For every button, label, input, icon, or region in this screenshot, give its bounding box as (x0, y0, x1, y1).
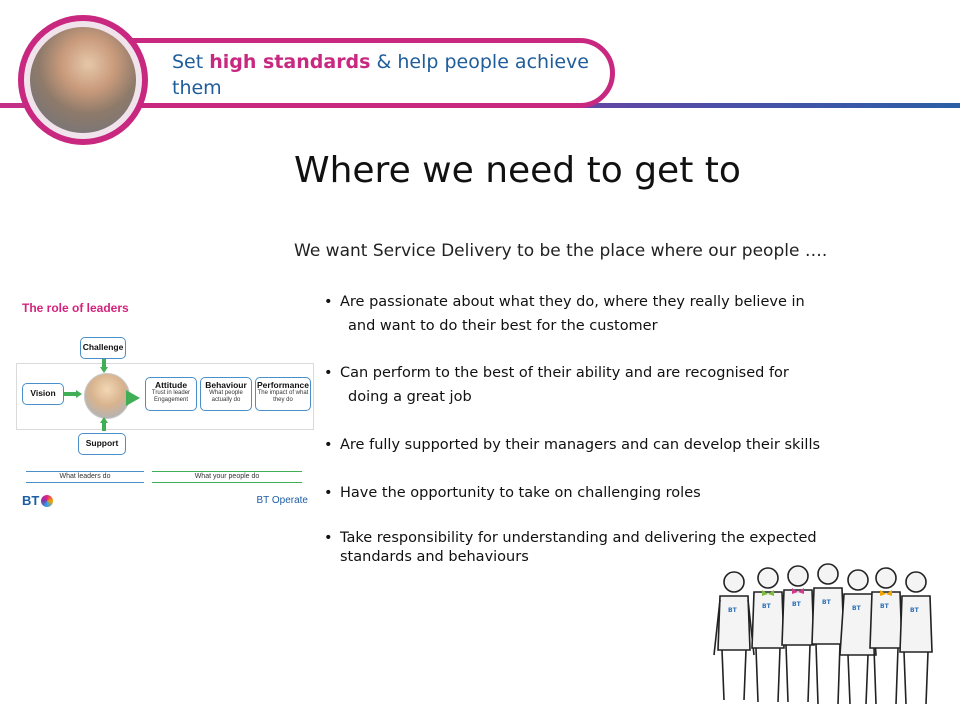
svg-text:BT: BT (910, 607, 920, 614)
svg-text:BT: BT (880, 603, 890, 610)
svg-text:BT: BT (852, 605, 862, 612)
diagram-frame (16, 363, 314, 430)
tagline-highlight: high standards (209, 51, 371, 73)
what-your-people-do-bar: What your people do (152, 471, 302, 483)
svg-text:BT: BT (762, 603, 772, 610)
bullet-item: Are fully supported by their managers an… (322, 433, 820, 457)
bullet-item: Take responsibility for understanding an… (322, 529, 817, 567)
arrow-right-icon (64, 390, 82, 398)
bt-logo: BT (22, 493, 54, 508)
slide-title: Where we need to get to (294, 150, 741, 191)
bullet-item: Have the opportunity to take on challeng… (322, 481, 701, 505)
arrow-down-icon (100, 359, 108, 373)
tagline: Set high standards & help people achieve… (172, 51, 589, 99)
tagline-banner (70, 38, 615, 108)
cartoon-people-group-icon: BT BT BT BT BT BT BT (713, 563, 933, 705)
diagram-title: The role of leaders (22, 301, 129, 315)
support-box: Support (78, 433, 126, 455)
svg-text:BT: BT (822, 599, 832, 606)
intro-text: We want Service Delivery to be the place… (294, 241, 828, 261)
what-leaders-do-bar: What leaders do (26, 471, 144, 483)
bt-globe-icon (41, 495, 54, 507)
vision-box: Vision (22, 383, 64, 405)
bt-operate-label: BT Operate (256, 495, 308, 506)
bullet-item: Are passionate about what they do, where… (322, 290, 805, 338)
role-of-leaders-diagram: The role of leaders Challenge Vision Att… (14, 295, 314, 520)
presenter-photo (18, 15, 148, 145)
leader-photo-icon (84, 373, 130, 419)
arrow-up-icon (100, 417, 108, 431)
bullet-item: Can perform to the best of their ability… (322, 361, 789, 409)
svg-text:BT: BT (792, 601, 802, 608)
person-photo-icon (30, 27, 136, 133)
challenge-box: Challenge (80, 337, 126, 359)
svg-text:BT: BT (728, 607, 738, 614)
arrow-right-icon (126, 390, 140, 406)
